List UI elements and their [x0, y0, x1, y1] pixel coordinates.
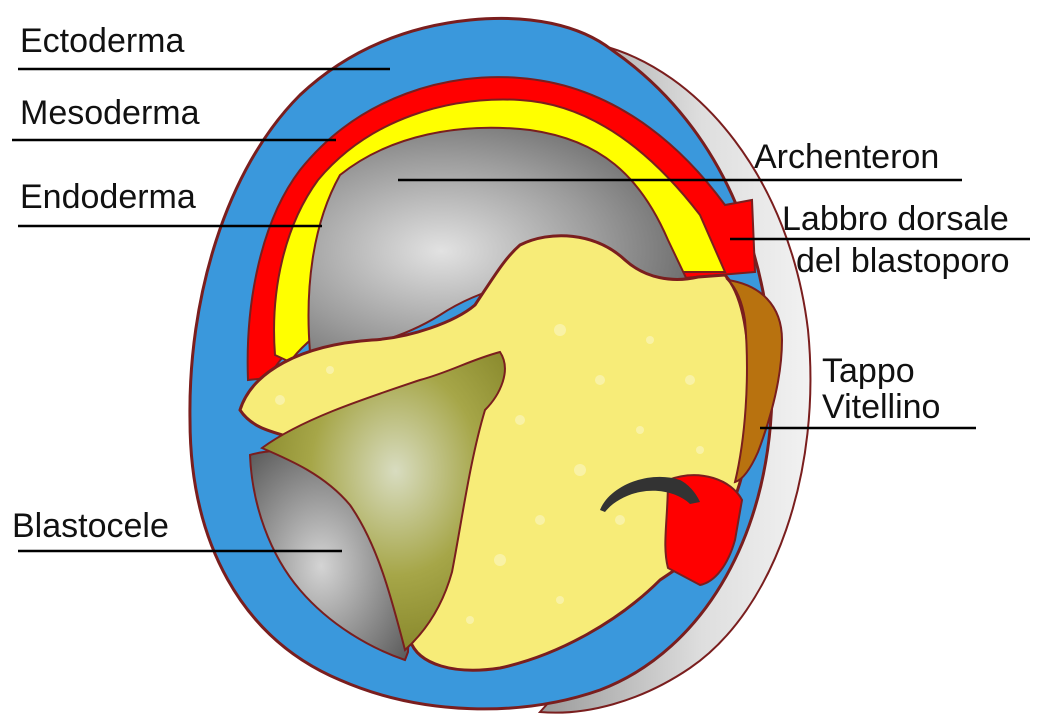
endoderma-label: Endoderma — [20, 178, 196, 216]
vitellino-label: Vitellino — [822, 388, 940, 426]
del-blastoporo-label: del blastoporo — [796, 242, 1010, 280]
blastocele-label: Blastocele — [12, 507, 169, 545]
labbro-dorsale-label: Labbro dorsale — [782, 200, 1009, 238]
ectoderma-label: Ectoderma — [20, 22, 184, 60]
archenteron-label: Archenteron — [754, 138, 939, 176]
tappo-label: Tappo — [822, 352, 915, 390]
mesoderma-label: Mesoderma — [20, 94, 200, 132]
